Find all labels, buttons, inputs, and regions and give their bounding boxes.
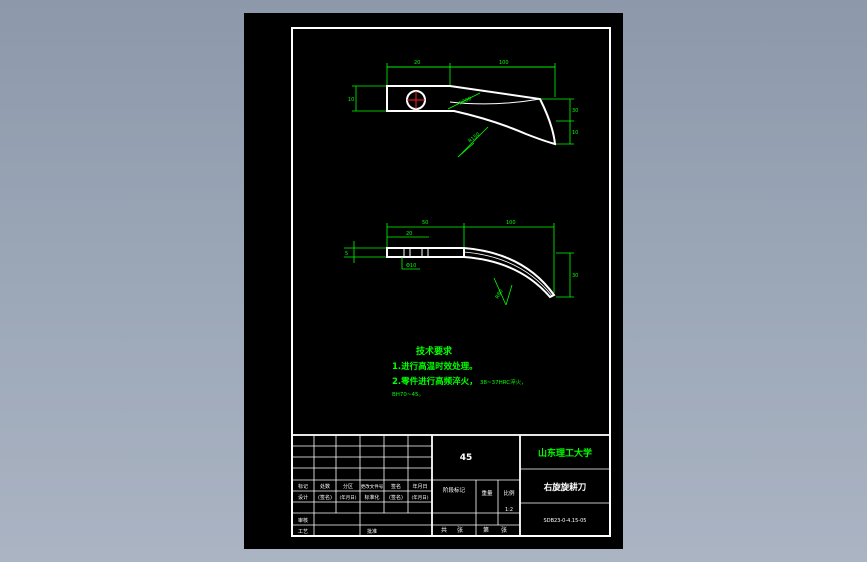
front-view: 50 20 100 5 Φ10 30 R80	[344, 220, 578, 306]
tb-r3-c2: 批准	[367, 528, 377, 535]
top-dim-right-b: 10	[572, 130, 578, 136]
tb-r1-c1: (签名)	[318, 494, 332, 501]
tb-r0-c3: 更改文件号	[361, 483, 384, 490]
notes-line-2-detail: 38~37HRC淬火，	[480, 378, 527, 386]
header-stage: 阶段标记	[443, 486, 466, 494]
technical-notes: 技术要求 1.进行高温时效处理。 2.零件进行高频淬火， 38~37HRC淬火，…	[392, 345, 527, 398]
tb-r3-c0: 工艺	[298, 529, 308, 535]
notes-line-2: 2.零件进行高频淬火，	[392, 376, 478, 387]
sheet-label-2: 张	[501, 526, 507, 534]
drawing-canvas: 20 100 10 30 10 R200 R150	[291, 27, 611, 537]
tb-r1-c0: 设计	[298, 494, 308, 501]
header-scale: 比例	[503, 489, 515, 497]
tb-r0-c0: 标记	[298, 483, 308, 490]
sheets-total-label: 共	[441, 526, 447, 534]
drawing-sheet: 20 100 10 30 10 R200 R150	[244, 13, 623, 549]
scale-value: 1:2	[505, 507, 513, 513]
top-dim-total-length: 100	[499, 60, 509, 66]
header-weight: 重量	[481, 489, 493, 497]
notes-line-1: 1.进行高温时效处理。	[392, 361, 478, 372]
front-dim-left: 20	[406, 231, 412, 237]
tb-r1-c5: (年月日)	[411, 494, 428, 501]
front-view-shank	[386, 247, 465, 258]
title-block-grid	[292, 435, 610, 536]
tb-r1-c3: 标准化	[364, 494, 379, 501]
tb-r0-c1: 处数	[320, 483, 330, 490]
tb-r1-c2: (年月日)	[339, 494, 356, 501]
front-view-curved-blade	[463, 247, 556, 299]
notes-heading: 技术要求	[416, 345, 453, 357]
top-view-blade-outline	[386, 85, 557, 146]
drawing-frame	[291, 27, 611, 537]
school-name: 山东理工大学	[538, 447, 592, 459]
front-view-dimensions	[344, 223, 574, 306]
title-block	[291, 434, 611, 537]
top-view-dimensions	[352, 63, 574, 158]
top-view: 20 100 10 30 10 R200 R150	[348, 60, 578, 158]
top-dim-height-left: 10	[348, 97, 354, 103]
front-dim-hole: Φ10	[406, 263, 416, 269]
sheet-label-1: 张	[457, 526, 463, 534]
tb-r0-c4: 签名	[391, 483, 401, 490]
tb-r0-c2: 分区	[343, 483, 353, 490]
material-label: 45	[460, 453, 473, 463]
notes-line-3: BH70~45。	[392, 392, 424, 398]
top-dim-radius-2: R150	[467, 132, 481, 145]
front-dim-radius: R80	[495, 288, 505, 300]
front-view-blade-mid	[463, 251, 553, 297]
top-dim-right-a: 30	[572, 108, 578, 114]
top-dim-radius: R200	[458, 96, 472, 107]
front-dim-thickness: 5	[345, 251, 348, 257]
front-dim-overall-left: 50	[422, 220, 428, 226]
front-dim-total: 100	[506, 220, 516, 226]
tb-r0-c5: 年月日	[412, 483, 427, 490]
front-dim-right-height: 30	[572, 273, 578, 279]
tb-r1-c4: (签名)	[389, 494, 403, 501]
part-name: 右旋旋耕刀	[543, 482, 587, 493]
top-dim-left-length: 20	[414, 60, 420, 66]
sheets-no-label: 第	[483, 526, 489, 534]
title-block-text: 45 山东理工大学 右旋旋耕刀 SDB23-0-4.15-05 阶段标记 重量 …	[298, 447, 592, 535]
drawing-number: SDB23-0-4.15-05	[544, 518, 587, 524]
tb-r2-c0: 审核	[298, 517, 308, 524]
top-view-edge-line	[449, 98, 541, 105]
